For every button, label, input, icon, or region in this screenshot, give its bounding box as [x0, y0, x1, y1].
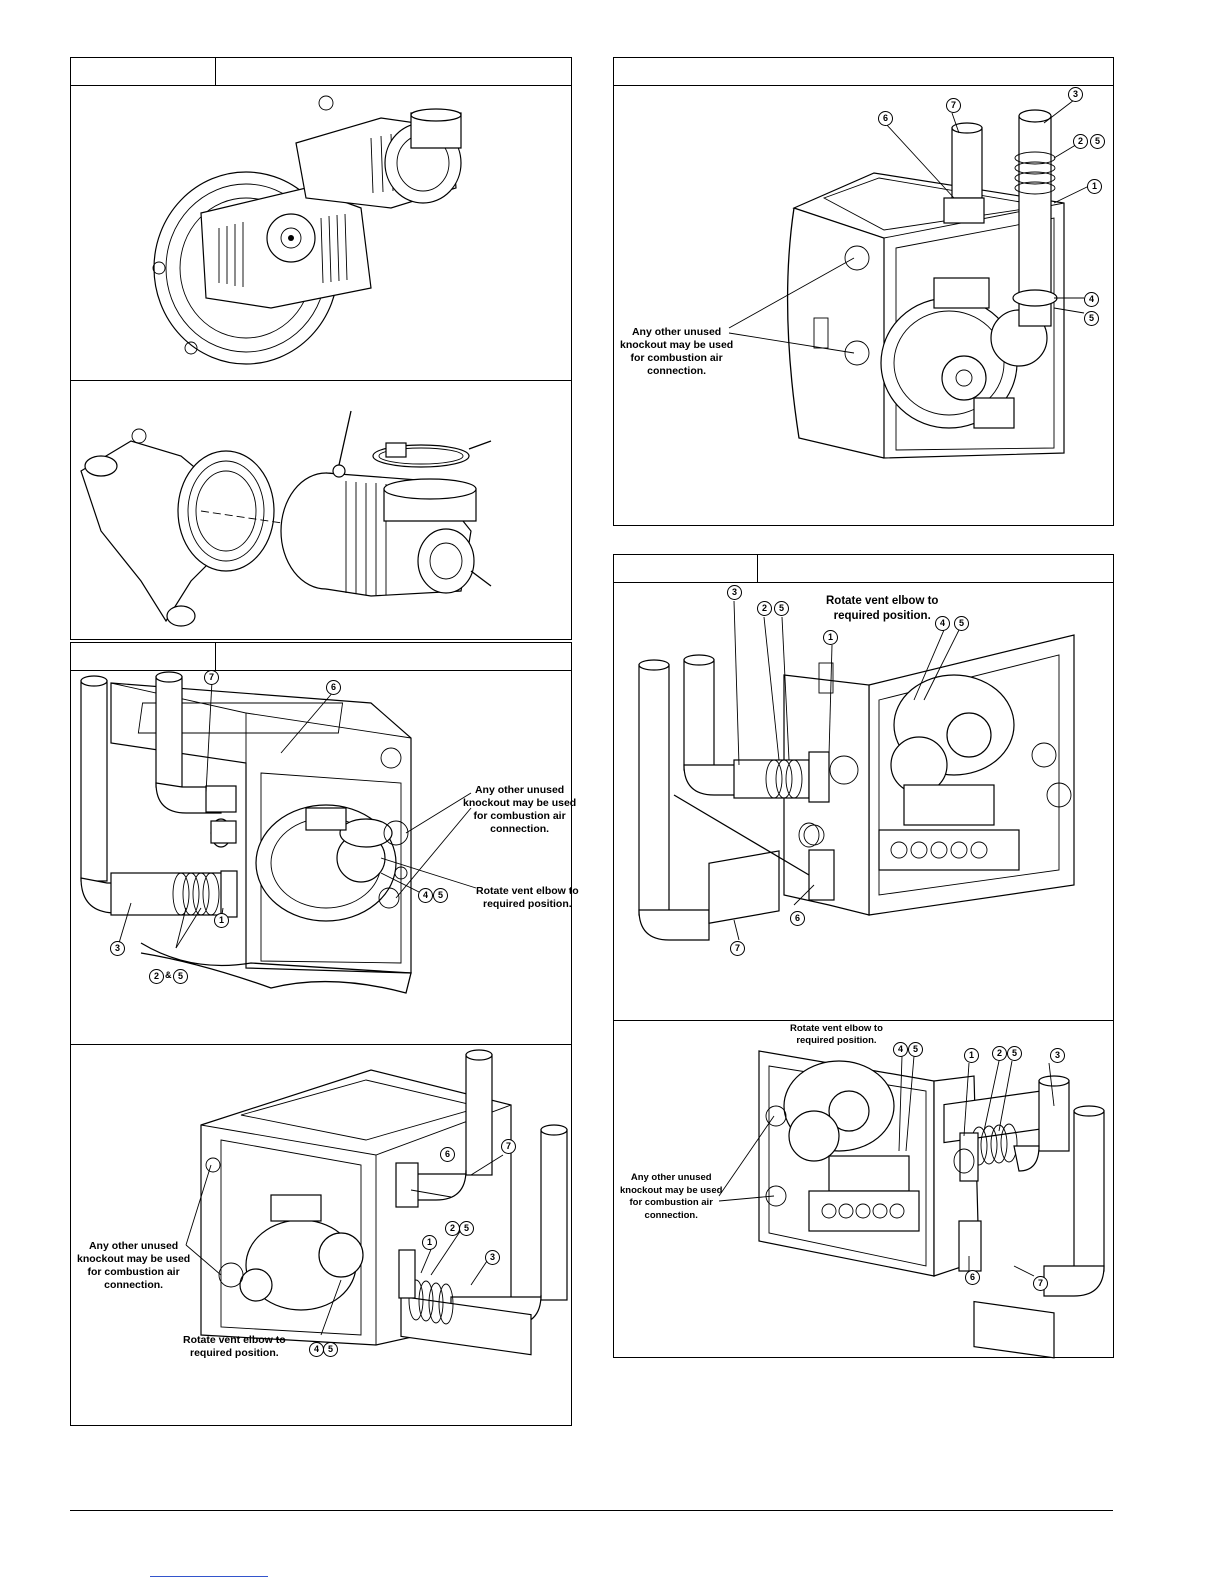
- furnace-vertical-vent-drawing: [728, 99, 1090, 459]
- callout-2: 2: [757, 601, 772, 616]
- panel-header: [614, 555, 1113, 583]
- panel-header: [71, 643, 571, 671]
- rotate-note: Rotate vent elbow to required position.: [183, 1334, 286, 1359]
- furnace-right-vent-drawing: [185, 1049, 568, 1356]
- knockout-note: Any other unused knockout may be used fo…: [77, 1240, 191, 1291]
- callout-5: 5: [433, 888, 448, 903]
- knockout-note: Any other unused knockout may be used fo…: [620, 326, 734, 377]
- callout-6: 6: [878, 111, 893, 126]
- callout-7: 7: [501, 1139, 516, 1154]
- callout-5: 5: [1007, 1046, 1022, 1061]
- callout-4: 4: [935, 616, 950, 631]
- callout-7: 7: [204, 670, 219, 685]
- callout-1: 1: [422, 1235, 437, 1250]
- callout-7: 7: [1033, 1276, 1048, 1291]
- panel-inducer-exploded: [70, 380, 572, 640]
- panel-header: [614, 58, 1113, 86]
- furnace-horizontal-left-drawing: [638, 600, 1075, 941]
- knockout-note: Any other unused knockout may be used fo…: [463, 784, 577, 835]
- callout-4: 4: [1084, 292, 1099, 307]
- footer-link-underline: [150, 1576, 268, 1577]
- callout-1: 1: [214, 913, 229, 928]
- callout-7: 7: [730, 941, 745, 956]
- callout-7: 7: [946, 98, 961, 113]
- callout-4: 4: [309, 1342, 324, 1357]
- callout-1: 1: [1087, 179, 1102, 194]
- callout-5: 5: [954, 616, 969, 631]
- callout-1: 1: [823, 630, 838, 645]
- panel-header: [71, 58, 571, 86]
- inducer-blower-drawing: [152, 95, 462, 365]
- callout-3: 3: [485, 1250, 500, 1265]
- rotate-note: Rotate vent elbow to required position.: [476, 885, 579, 910]
- callout-4: 4: [893, 1042, 908, 1057]
- panel-vertical-vent: 7 3 6 2 5 1 4 5 Any other unused knockou…: [613, 57, 1114, 526]
- callout-6: 6: [440, 1147, 455, 1162]
- callout-5: 5: [908, 1042, 923, 1057]
- rotate-note: Rotate vent elbow to required position.: [790, 1023, 883, 1046]
- callout-5: 5: [459, 1221, 474, 1236]
- callout-5: 5: [173, 969, 188, 984]
- callout-6: 6: [326, 680, 341, 695]
- knockout-note: Any other unused knockout may be used fo…: [620, 1172, 723, 1221]
- callout-3: 3: [727, 585, 742, 600]
- panel-left-side-vent: 7 6 1 3 2 & 5 4 5 Any other unused knock…: [70, 642, 579, 1046]
- panel-horizontal-left-vent: 3 2 5 1 4 5 6 7 Rotate vent elbow to req…: [613, 554, 1114, 1022]
- callout-2: 2: [1073, 134, 1088, 149]
- callout-5: 5: [1084, 311, 1099, 326]
- furnace-horizontal-right-drawing: [718, 1050, 1105, 1359]
- callout-3: 3: [110, 941, 125, 956]
- callout-3: 3: [1068, 87, 1083, 102]
- callout-5: 5: [774, 601, 789, 616]
- panel-right-side-vent: 7 6 2 5 1 3 4 5 Any other unused knockou…: [70, 1044, 572, 1426]
- panel-inducer-assembly: [70, 57, 572, 382]
- callout-3: 3: [1050, 1048, 1065, 1063]
- callout-2: 2: [149, 969, 164, 984]
- callout-1: 1: [964, 1048, 979, 1063]
- panel-horizontal-right-vent: 4 5 1 2 5 3 6 7 Rotate vent elbow to req…: [613, 1020, 1114, 1359]
- rotate-note: Rotate vent elbow to required position.: [826, 595, 939, 622]
- callout-2: 2: [992, 1046, 1007, 1061]
- callout-6: 6: [790, 911, 805, 926]
- furnace-left-vent-drawing: [80, 671, 477, 994]
- callout-amp: &: [165, 970, 172, 980]
- callout-5: 5: [323, 1342, 338, 1357]
- callout-5: 5: [1090, 134, 1105, 149]
- callout-6: 6: [965, 1270, 980, 1285]
- footer-rule: [70, 1510, 1113, 1511]
- callout-4: 4: [418, 888, 433, 903]
- callout-2: 2: [445, 1221, 460, 1236]
- inducer-exploded-drawing: [80, 410, 492, 627]
